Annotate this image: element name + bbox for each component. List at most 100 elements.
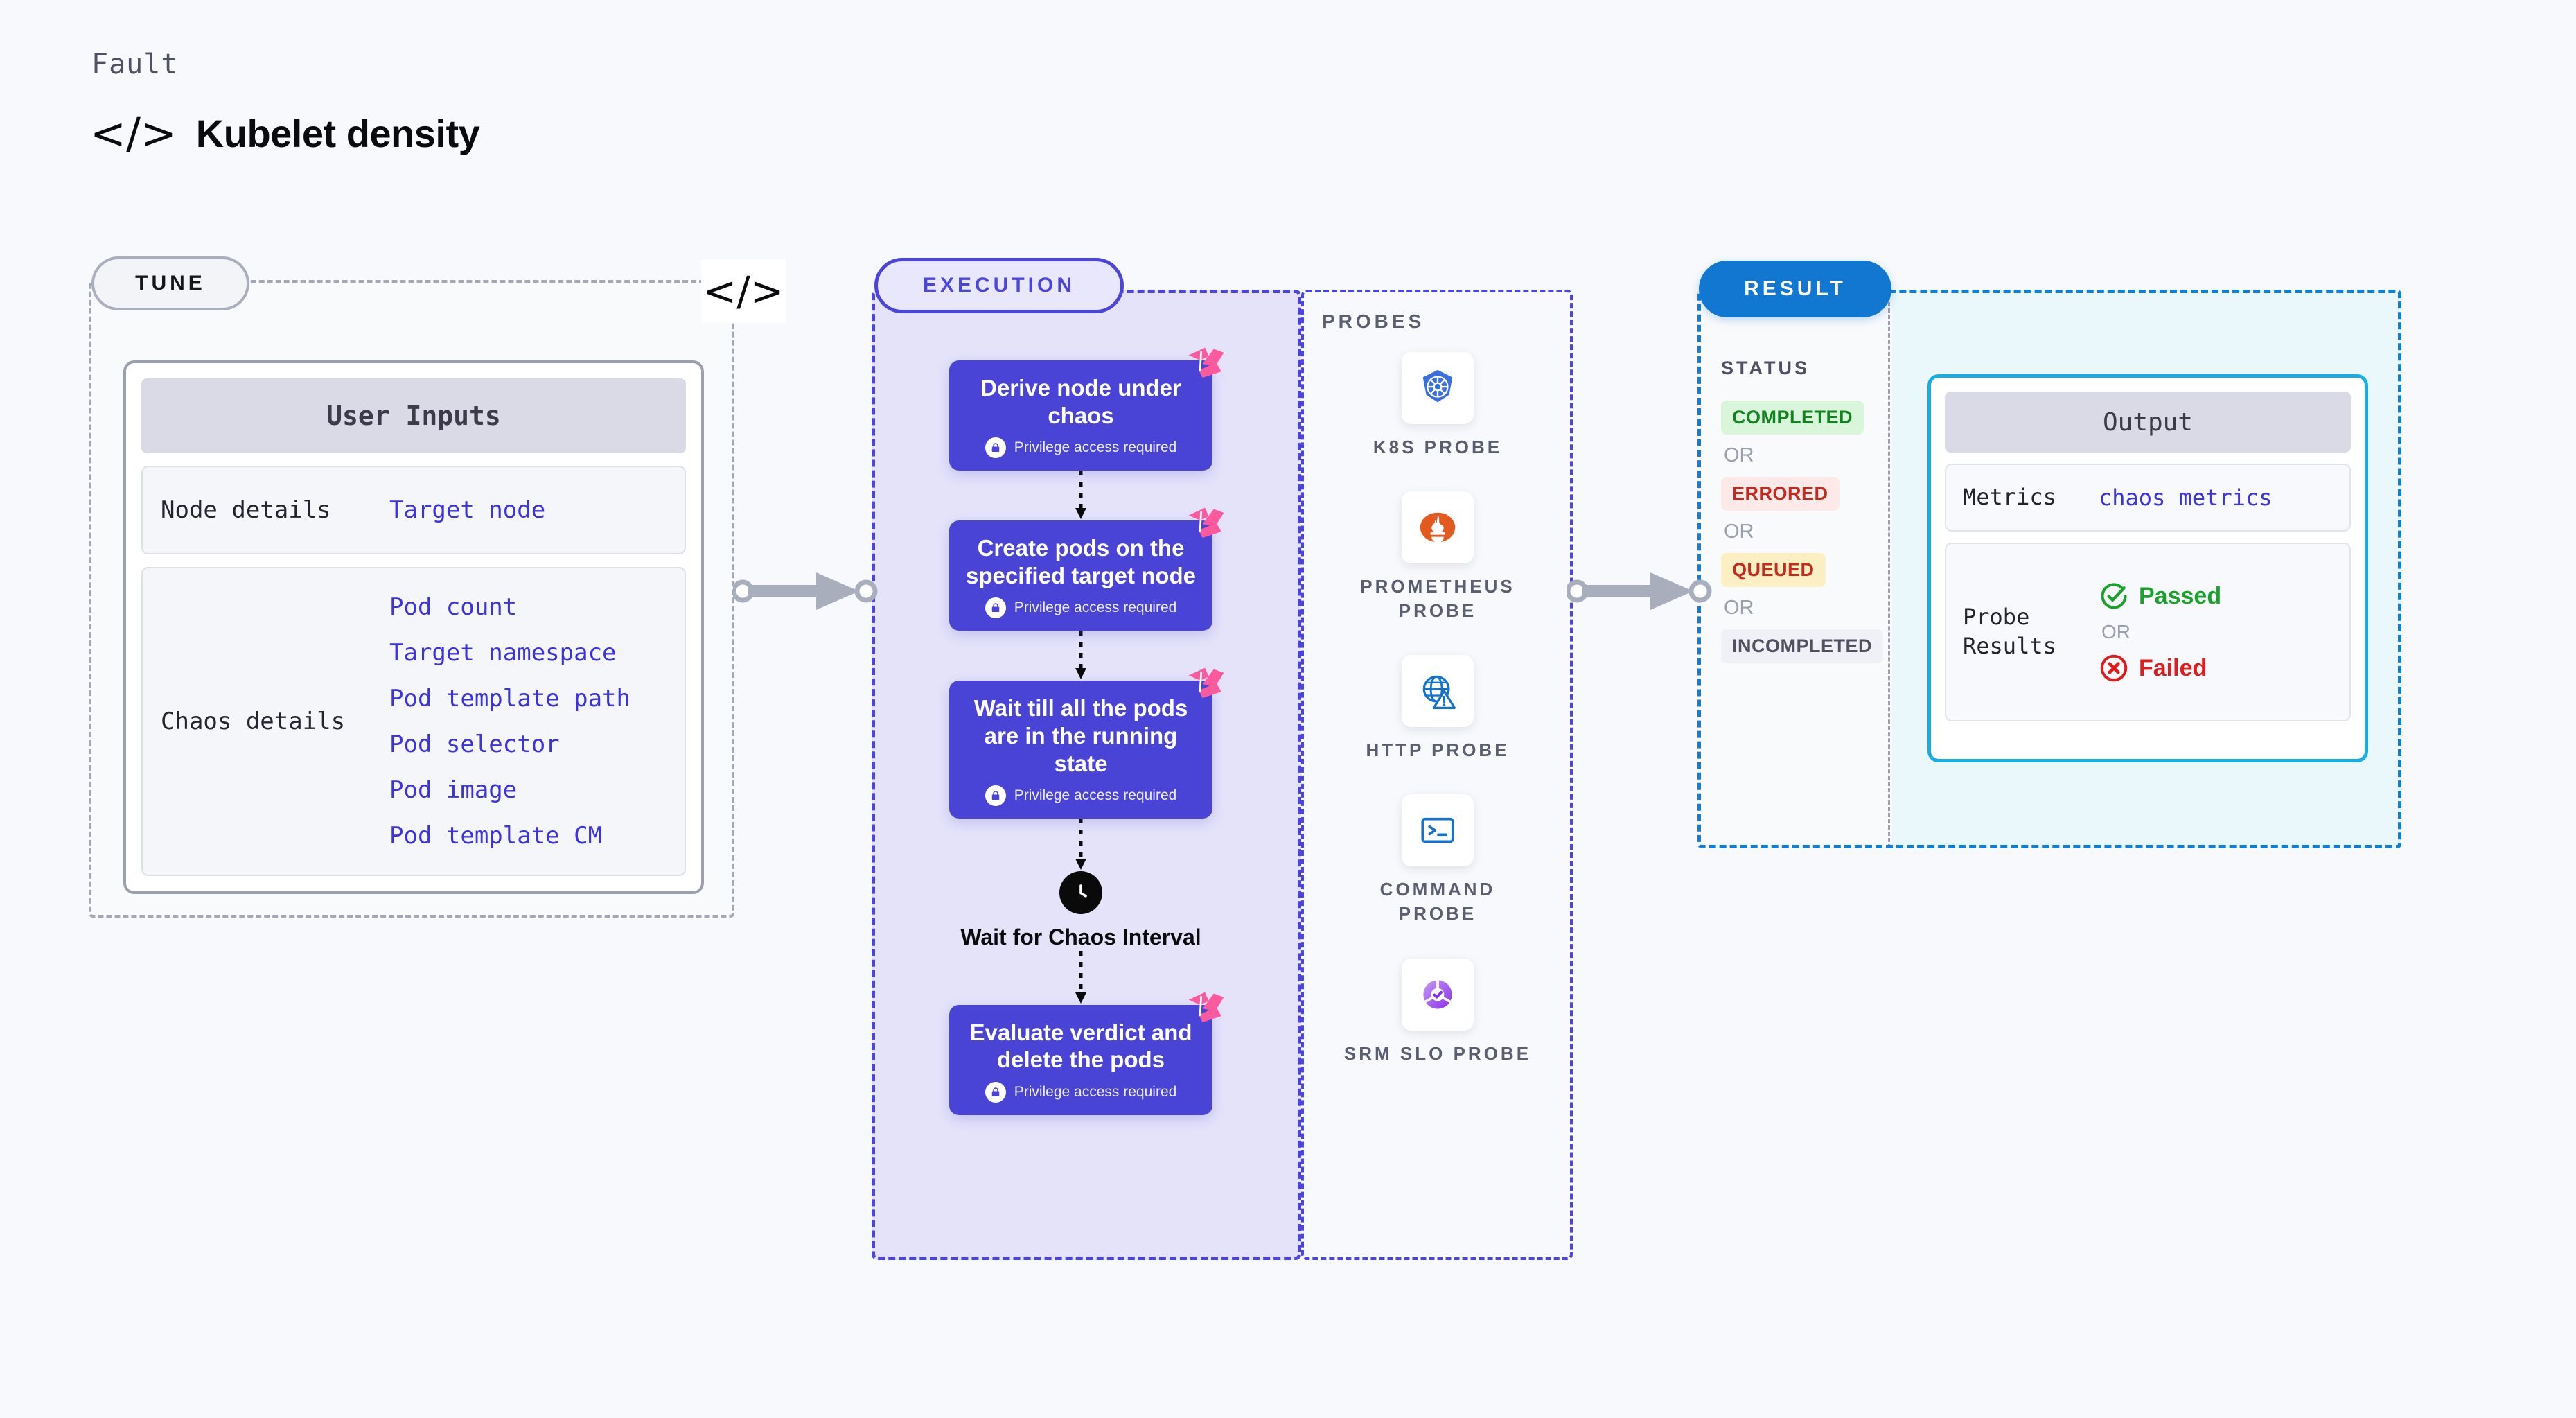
status-badge-errored: ERRORED <box>1721 477 1840 511</box>
probe-item-http[interactable]: HTTP PROBE <box>1337 655 1538 762</box>
flow-connector <box>949 819 1212 871</box>
page-eyebrow: Fault <box>91 49 179 80</box>
verdict-passed: Passed <box>2099 581 2221 611</box>
table-row: Node details Target node <box>141 466 686 554</box>
or-label: OR <box>1724 520 1754 543</box>
probe-label: HTTP PROBE <box>1366 739 1510 761</box>
output-row-metrics: Metrics chaos metrics <box>1945 464 2351 532</box>
lock-icon <box>985 597 1006 619</box>
privilege-note: Privilege access required <box>964 785 1197 807</box>
lock-icon <box>985 1081 1006 1103</box>
flow-connector <box>949 471 1212 520</box>
status-title: STATUS <box>1721 358 1810 378</box>
harness-icon <box>1188 507 1224 539</box>
arrow-tune-to-execution <box>733 572 878 610</box>
slo-gauge-icon <box>1402 958 1474 1031</box>
page-title-row: </> Kubelet density <box>90 107 480 159</box>
wait-node-label: Wait for Chaos Interval <box>960 925 1201 950</box>
input-target-namespace[interactable]: Target namespace <box>389 639 617 667</box>
output-row-probe-results: Probe Results Passed OR Failed <box>1945 543 2351 721</box>
result-region <box>1697 290 2401 848</box>
execution-pill[interactable]: EXECUTION <box>874 258 1124 313</box>
or-label: OR <box>2101 621 2131 642</box>
wait-for-chaos-interval-node: Wait for Chaos Interval <box>949 871 1212 950</box>
kubernetes-icon <box>1402 352 1474 424</box>
table-row: Chaos details Pod count Target namespace… <box>141 567 686 876</box>
code-icon-badge: </> <box>701 259 786 323</box>
result-pill[interactable]: RESULT <box>1699 261 1891 317</box>
privilege-note-text: Privilege access required <box>1014 599 1177 616</box>
probes-region <box>1301 290 1573 1260</box>
privilege-note-text: Privilege access required <box>1014 439 1177 456</box>
harness-icon <box>1188 668 1224 699</box>
probe-item-srm-slo[interactable]: SRM SLO PROBE <box>1337 958 1538 1066</box>
input-pod-template-cm[interactable]: Pod template CM <box>389 822 603 850</box>
prometheus-icon <box>1402 491 1474 564</box>
input-pod-count[interactable]: Pod count <box>389 593 518 621</box>
user-inputs-title: User Inputs <box>141 378 686 453</box>
output-metrics-value[interactable]: chaos metrics <box>2099 484 2273 511</box>
status-badge-queued: QUEUED <box>1721 553 1826 587</box>
or-label: OR <box>1724 444 1754 466</box>
status-badge-incompleted: INCOMPLETED <box>1721 629 1884 663</box>
probe-label: K8S PROBE <box>1373 437 1503 457</box>
clock-icon <box>1059 871 1102 915</box>
terminal-icon <box>1402 794 1474 867</box>
flow-step-derive-node[interactable]: Derive node under chaos Privilege access… <box>949 347 1224 471</box>
flow-step-title: Evaluate verdict and delete the pods <box>969 1019 1192 1073</box>
row-values-node-details: Target node <box>389 496 545 524</box>
verdict-failed-label: Failed <box>2139 654 2207 681</box>
probe-label: SRM SLO PROBE <box>1343 1042 1532 1064</box>
tune-pill[interactable]: TUNE <box>91 256 249 310</box>
probe-label: PROMETHEUS PROBE <box>1360 576 1515 622</box>
verdict-failed: Failed <box>2099 653 2221 683</box>
arrow-execution-to-result <box>1567 572 1712 610</box>
flow-step-title: Wait till all the pods are in the runnin… <box>973 695 1188 776</box>
output-title: Output <box>1945 392 2351 453</box>
code-icon: </> <box>90 107 177 159</box>
flow-step-wait-running[interactable]: Wait till all the pods are in the runnin… <box>949 668 1224 819</box>
flow-step-title: Derive node under chaos <box>980 375 1181 428</box>
input-target-node[interactable]: Target node <box>389 496 546 524</box>
probe-label: COMMAND PROBE <box>1379 879 1496 925</box>
status-badge-completed: COMPLETED <box>1721 401 1864 435</box>
flow-step-evaluate-verdict[interactable]: Evaluate verdict and delete the pods Pri… <box>949 992 1224 1115</box>
page-title: Kubelet density <box>195 112 480 155</box>
probes-title: PROBES <box>1322 310 1425 332</box>
output-probe-results-label: Probe Results <box>1963 604 2056 659</box>
probe-item-k8s[interactable]: K8S PROBE <box>1337 352 1538 459</box>
flow-step-title: Create pods on the specified target node <box>966 535 1196 588</box>
lock-icon <box>985 437 1006 459</box>
flow-connector <box>949 631 1212 681</box>
user-inputs-card: User Inputs Node details Target node Cha… <box>123 360 704 894</box>
probe-item-prometheus[interactable]: PROMETHEUS PROBE <box>1337 491 1538 623</box>
privilege-note: Privilege access required <box>964 597 1197 619</box>
globe-warning-icon <box>1402 655 1474 728</box>
probe-item-command[interactable]: COMMAND PROBE <box>1337 794 1538 926</box>
verdict-passed-label: Passed <box>2139 582 2222 609</box>
verdict-list: Passed OR Failed <box>2099 581 2221 683</box>
check-circle-icon <box>2101 583 2127 609</box>
row-label-node-details: Node details <box>161 496 331 524</box>
harness-icon <box>1188 992 1224 1022</box>
row-label-chaos-details: Chaos details <box>161 708 346 735</box>
execution-flow: Derive node under chaos Privilege access… <box>949 347 1224 1115</box>
input-pod-template-path[interactable]: Pod template path <box>389 685 630 712</box>
output-card: Output Metrics chaos metrics Probe Resul… <box>1927 374 2368 762</box>
harness-icon <box>1188 347 1224 378</box>
x-circle-icon <box>2100 654 2128 682</box>
privilege-note-text: Privilege access required <box>1014 787 1177 804</box>
privilege-note-text: Privilege access required <box>1014 1083 1177 1100</box>
or-label: OR <box>1724 597 1754 619</box>
probes-list: K8S PROBE PROMETHEUS PROBE <box>1337 352 1538 1066</box>
flow-connector <box>949 950 1212 1005</box>
privilege-note: Privilege access required <box>964 1081 1197 1103</box>
lock-icon <box>985 785 1006 807</box>
flow-step-create-pods[interactable]: Create pods on the specified target node… <box>949 507 1224 631</box>
input-pod-selector[interactable]: Pod selector <box>389 730 560 758</box>
row-values-chaos-details: Pod count Target namespace Pod template … <box>389 593 630 850</box>
output-metrics-label: Metrics <box>1963 484 2056 511</box>
privilege-note: Privilege access required <box>964 437 1197 459</box>
input-pod-image[interactable]: Pod image <box>389 776 518 804</box>
